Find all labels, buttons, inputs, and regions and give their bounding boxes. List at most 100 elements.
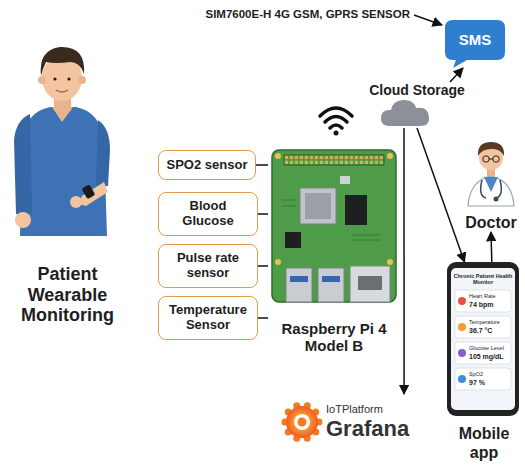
mobile-phone [458,297,466,305]
node-text: IoTPlatform [326,403,383,416]
doctor-figure [468,142,514,206]
patient-figure [78,182,108,206]
node-text: Patient Wearable Monitoring [0,264,135,326]
patient-figure [67,77,70,80]
patient-figure [15,212,31,228]
node-text: Grafana [326,416,409,441]
mobile-phone [458,375,466,383]
node-text: Cloud Storage [369,82,465,98]
raspberry-pi-board [282,200,380,240]
doctor-node: Doctor [461,138,521,232]
patient-figure [78,76,86,84]
sensor-box: Temperature Sensor [158,296,258,340]
raspberry-pi-node: Raspberry Pi 4 Model B [268,148,400,354]
raspberry-pi-board [340,176,350,184]
doctor-figure [494,197,499,202]
doctor-figure [489,159,493,160]
grafana-logo [286,406,318,438]
connector-arrow [258,213,268,215]
doctor-figure [483,156,489,162]
sensor-box: SPO2 sensor [158,150,256,180]
cloud-icon [381,100,429,126]
doctor-figure [468,176,514,206]
mobile-phone [451,268,515,410]
mobile-phone [455,342,511,364]
node-text: Mobile app [445,425,523,462]
grafana-logo [282,402,323,441]
connector-arrow [417,128,465,262]
node-text: SPO2 sensor [167,158,248,173]
mobile-phone [447,262,519,416]
grafana-node: IoTPlatformGrafana [280,394,430,450]
screen-text: 74 bpm [469,301,511,309]
mobile-app-node: Mobile app [445,262,523,462]
raspberry-pi-board [286,268,312,302]
raspberry-pi-board [290,276,308,282]
module-label: SIM7600E-H 4G GSM, GPRS SENSOR [110,8,410,21]
patient-figure [53,77,56,80]
doctor-figure [481,180,502,198]
sensor-box: Pulse rate sensor [158,244,258,288]
node-text: Pulse rate sensor [165,251,251,281]
connector-arrow [490,232,492,262]
mobile-phone [458,349,466,357]
node-text: SMS [459,31,492,48]
patient-figure [56,90,68,92]
grafana-logo [294,414,310,430]
node-text: Blood Glucose [165,199,251,229]
patient-figure [82,184,96,199]
screen-text: Chronic Patient Health Monitor [453,273,513,285]
raspberry-pi-board [318,268,344,302]
connector-arrow [403,128,405,394]
cloud-node: Cloud Storage [362,82,472,128]
mobile-phone [458,323,466,331]
patient-figure [41,47,85,76]
cloud-icon [381,100,429,126]
patient-figure [38,76,46,84]
leader-arrow [414,15,442,25]
node-text: Doctor [465,214,517,232]
patient-figure [14,47,110,236]
patient-figure [52,107,73,122]
doctor-figure [484,177,498,192]
raspberry-pi-board [387,259,393,265]
patient-figure [20,107,107,236]
node-text: Temperature Sensor [165,303,251,333]
mobile-phone [447,262,519,416]
wifi-icon [330,125,342,128]
raspberry-pi-board [358,276,382,290]
raspberry-pi-board [275,153,281,159]
patient-figure [96,120,110,186]
sensor-box: Blood Glucose [158,192,258,236]
connector-arrow [450,68,463,82]
raspberry-pi-board [285,232,301,248]
doctor-figure [493,156,499,162]
wifi-icon [325,117,347,123]
grafana-logo [282,402,323,441]
screen-text: 105 mg/dL [469,353,511,361]
wifi-icon [320,108,352,136]
grafana-logo [298,418,307,427]
patient-figure [70,196,82,208]
connector-arrow [256,164,268,166]
screen-text: 97 % [469,379,511,387]
screen-text: Heart Rate [469,293,511,299]
mobile-phone [455,290,511,312]
patient-node: Patient Wearable Monitoring [0,36,135,326]
raspberry-pi-board [387,153,393,159]
screen-text: SpO2 [469,371,511,377]
connector-arrow [258,317,268,319]
wifi-icon [334,131,339,136]
connector-arrow [258,265,268,267]
raspberry-pi-board [272,150,396,302]
screen-text: 36.7 °C [469,327,511,335]
raspberry-pi-board [284,155,384,165]
screen-text: Glucose Level [469,345,511,351]
speech-bubble-shape [445,20,505,68]
raspberry-pi-board [272,150,396,302]
mobile-phone [455,368,511,390]
raspberry-pi-board [275,259,281,265]
